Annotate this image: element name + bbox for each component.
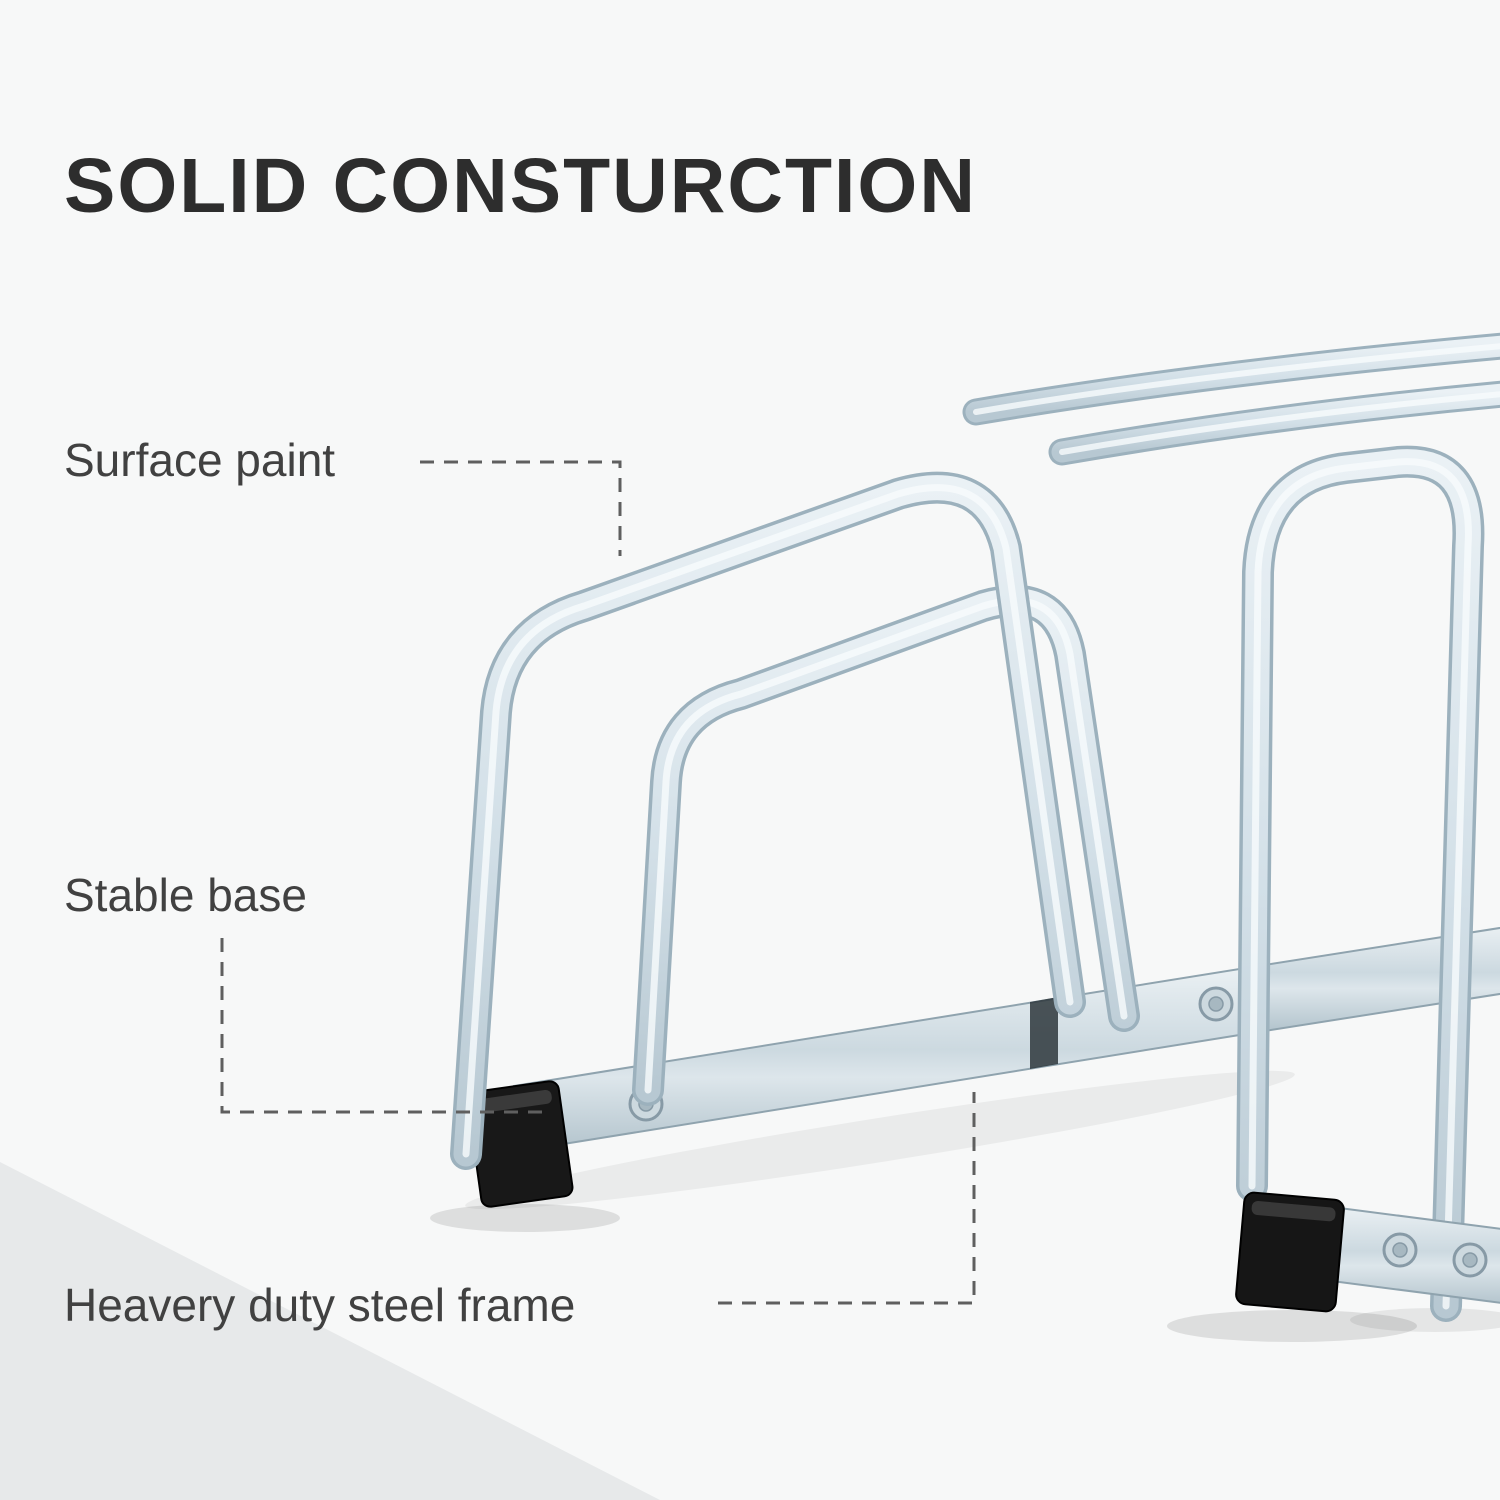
floor: [0, 1162, 660, 1500]
rail-joint-seam: [1030, 997, 1058, 1069]
hoop-outer: [450, 471, 1086, 1170]
leader-lines: [220, 460, 976, 1305]
annotation-stable-base: Stable base: [64, 869, 307, 921]
hoop-right: [1236, 445, 1485, 1322]
annotation-steel-frame: Heavery duty steel frame: [64, 1279, 576, 1331]
bolt: [1198, 986, 1234, 1022]
annotation-surface-paint: Surface paint: [64, 434, 336, 486]
page-title: SOLID CONSTURCTION: [64, 143, 977, 229]
rubber-foot-right: [1235, 1191, 1345, 1313]
leader-steel-frame: [718, 1092, 976, 1305]
leader-stable-base: [220, 938, 552, 1114]
base-rail-front: [1323, 1204, 1500, 1304]
bolt: [1382, 1232, 1418, 1268]
long-top-tubes: [962, 332, 1500, 466]
hoop-inner: [632, 584, 1140, 1106]
bolt: [1452, 1242, 1488, 1278]
leader-surface-paint: [420, 460, 622, 556]
shadows: [430, 1070, 1500, 1342]
